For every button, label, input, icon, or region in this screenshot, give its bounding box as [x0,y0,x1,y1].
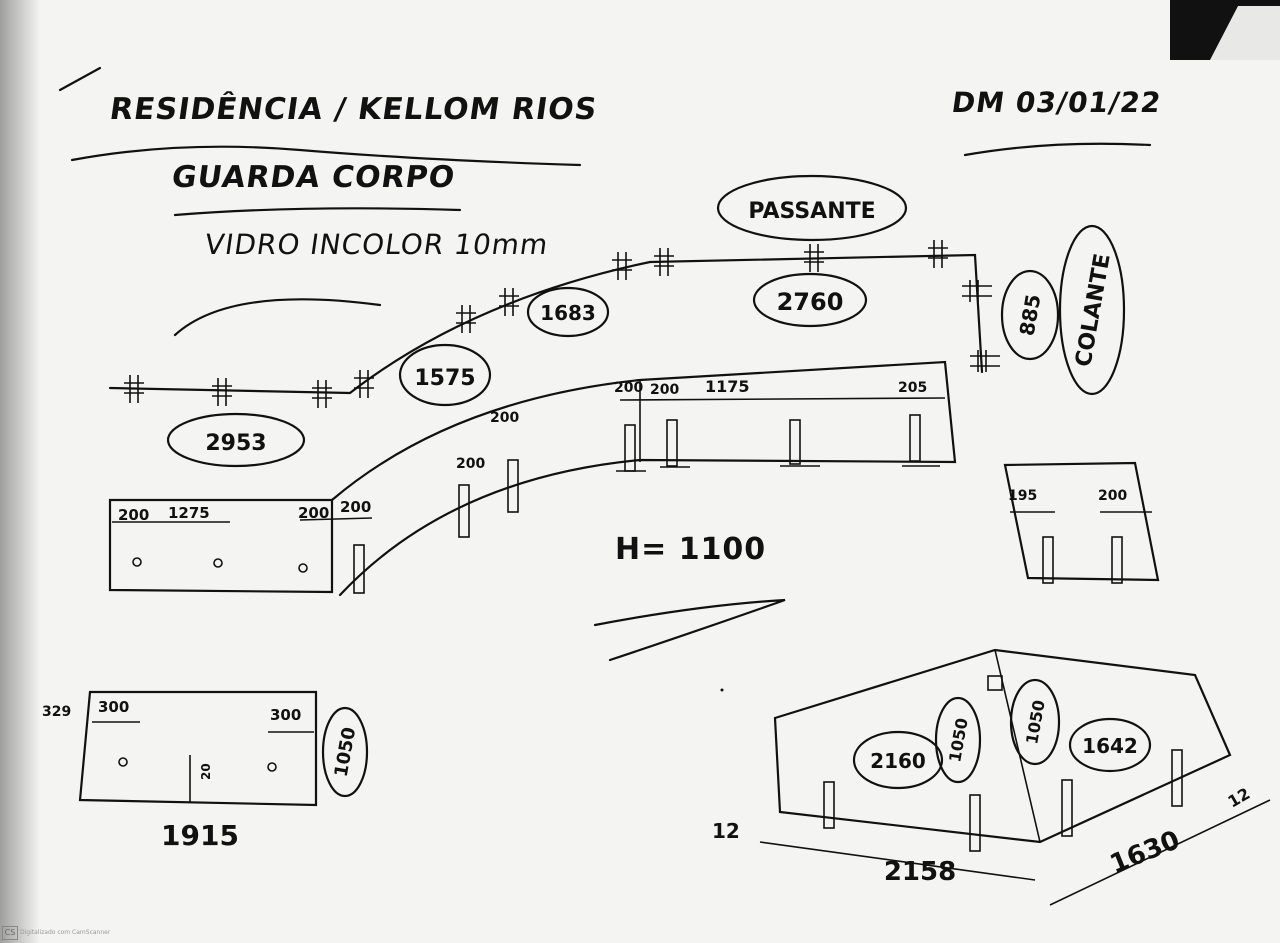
title-underline [70,145,582,167]
item-underline [173,207,462,217]
detail-right-dim-2: 2158 [884,857,956,887]
detail-left-ellipse [321,706,369,798]
elevation-curved-panel [330,360,957,597]
detail-right-ellipse-2 [934,696,982,784]
elev-center-dim-4: 205 [898,380,927,396]
detail-right-circled-2: 1050 [945,717,971,764]
plan-post-marks [124,240,1000,408]
scan-shadow [0,0,40,943]
detail-left-dim-5: 20 [199,763,213,780]
elev-center-dim-1: 200 [614,380,643,396]
detail-right-posts [823,675,1183,852]
length-ellipse-2 [398,343,492,407]
elev-center-dim-2: 200 [650,382,679,398]
elev-left-dim-1: 200 [118,506,149,524]
elev-left-dim-2: 1275 [168,504,210,522]
detail-right-dim-1: 12 [712,819,740,843]
passante-label: PASSANTE [748,199,875,224]
elev-right-dim-2: 200 [1098,488,1127,504]
height-underline [593,598,786,662]
plan-line [108,253,984,395]
detail-right-ellipse-4 [1068,717,1152,773]
elev-curve-dim-2: 200 [490,410,519,426]
passante-ellipse [716,174,908,242]
plan-length-1: 2953 [205,431,266,456]
detail-left-width: 1915 [161,819,239,852]
detail-right-circled-3: 1050 [1022,699,1048,746]
elev-curve-dim-1: 200 [456,456,485,472]
length-ellipse-4 [752,272,868,328]
date-underline [963,142,1152,157]
detail-left-dim-3: 300 [270,706,301,724]
elev-left-dim-3: 200 [298,504,329,522]
detail-left-dim-1: 329 [42,704,71,720]
detail-right-ellipse-3 [1009,678,1061,766]
plan-length-3: 1683 [540,301,596,325]
length-ellipse-5 [1000,269,1060,361]
detail-right-dim-3: 1630 [1106,825,1184,880]
elev-right-dim-1: 195 [1008,488,1037,504]
camscanner-logo: CS [2,926,18,940]
elev-center-dim-3: 1175 [705,377,750,396]
height-note: H= 1100 [615,532,767,567]
clamp-posts [353,414,940,594]
colante-label: COLANTE [1071,252,1115,369]
detail-right-ellipse-1 [852,730,944,790]
material-underline [173,298,382,337]
plan-length-5: 885 [1015,292,1046,337]
detail-right-dim-4: 12 [1225,784,1254,812]
scanner-caption: Digitalizado com CamScanner [20,929,111,936]
length-ellipse-1 [166,412,306,468]
plan-length-2: 1575 [414,366,475,391]
elev-left-dim-4: 200 [340,498,371,516]
elevation-left-panel [108,498,334,594]
detail-right-circled-1: 2160 [870,749,926,773]
detail-left-dim-4: 1050 [331,726,360,779]
colante-ellipse [1058,224,1126,396]
margin-tick [58,66,102,92]
elevation-right-panel [1003,461,1160,582]
detail-left-dim-2: 300 [98,698,129,716]
plan-length-4: 2760 [777,288,844,316]
length-ellipse-3 [526,286,610,338]
detail-left-panel [78,690,318,807]
detail-right-circled-4: 1642 [1082,734,1138,758]
